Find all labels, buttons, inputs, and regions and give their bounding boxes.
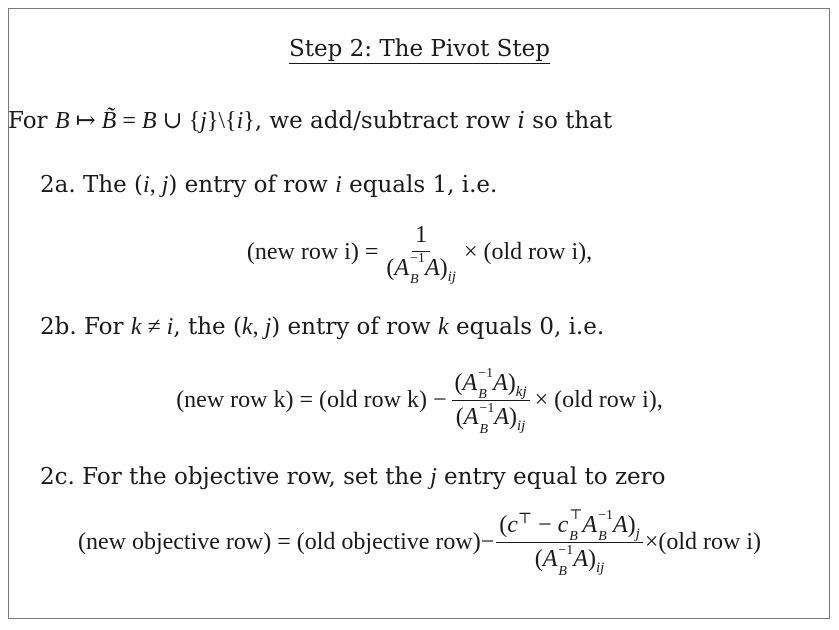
step-2c-text-a: For the objective row, set the xyxy=(82,464,431,490)
equation-2b-rhs: × (old row i), xyxy=(534,387,663,414)
step-2b-text-a: For xyxy=(83,314,131,340)
intro-sentence: For B ↦ B̃ = B ∪ {j}\{i}, we add/subtrac… xyxy=(8,106,612,136)
step-2b-kj: k, j xyxy=(241,314,272,340)
basis-update-formula: B ↦ B̃ = B ∪ {j}\{i} xyxy=(54,108,255,134)
step-2c: 2c. For the objective row, set the j ent… xyxy=(40,462,666,492)
step-2a-text-c: equals 1, i.e. xyxy=(341,172,498,198)
slide-frame xyxy=(8,8,830,619)
slide-title-text: Step 2: The Pivot Step xyxy=(289,36,550,64)
equation-2a-numerator: 1 xyxy=(412,222,431,252)
step-2c-text-b: entry equal to zero xyxy=(436,464,666,490)
equation-2a-lhs: (new row i) = xyxy=(246,238,379,265)
equation-2c-lhs: (new objective row) = (old objective row… xyxy=(77,529,495,556)
step-2a-text-b: ) entry of row xyxy=(168,172,336,198)
step-2a-i: i xyxy=(335,172,342,198)
step-2b-text-c: ) entry of row xyxy=(271,314,439,340)
step-2b-k: k xyxy=(438,314,449,340)
step-2c-var: j xyxy=(430,464,437,490)
intro-suffix: , we add/subtract row xyxy=(254,108,518,134)
slide-title: Step 2: The Pivot Step xyxy=(0,34,839,64)
step-2b-condition: k ≠ i xyxy=(130,314,174,340)
step-2b: 2b. For k ≠ i, the (k, j) entry of row k… xyxy=(40,312,604,342)
step-2a-text-a: The ( xyxy=(82,172,144,198)
step-2c-label: 2c. xyxy=(40,464,75,490)
equation-2b-lhs: (new row k) = (old row k) − xyxy=(176,387,447,414)
step-2b-text-b: , the ( xyxy=(173,314,242,340)
step-2b-label: 2b. xyxy=(40,314,77,340)
step-2a: 2a. The (i, j) entry of row i equals 1, … xyxy=(40,170,497,200)
intro-prefix: For xyxy=(8,108,55,134)
equation-2a-rhs: × (old row i), xyxy=(463,238,593,265)
step-2b-text-d: equals 0, i.e. xyxy=(448,314,605,340)
equation-2c-rhs: ×(old row i) xyxy=(644,529,761,556)
step-2a-ij: i, j xyxy=(143,172,169,198)
step-2a-label: 2a. xyxy=(40,172,76,198)
intro-tail: so that xyxy=(524,108,613,134)
equation-2c: (new objective row) = (old objective row… xyxy=(0,509,839,579)
intro-row-var: i xyxy=(517,108,525,134)
